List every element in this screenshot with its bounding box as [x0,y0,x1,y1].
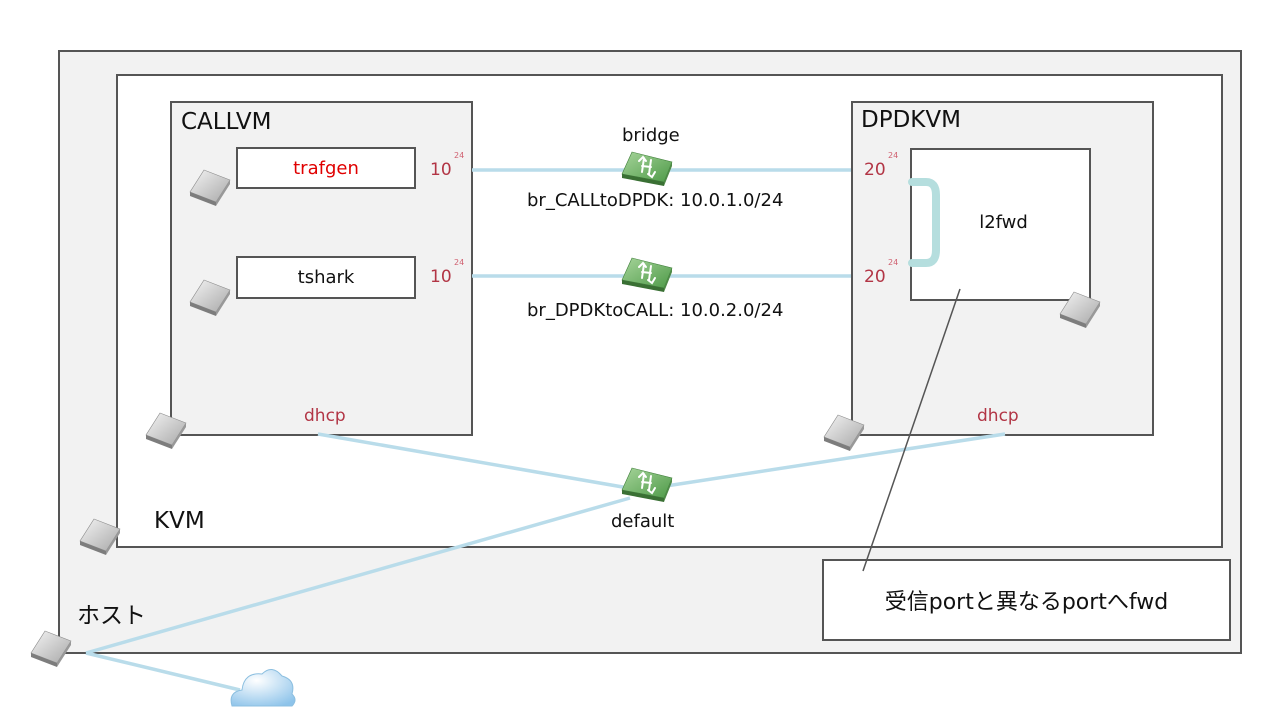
dpdkvm-label: DPDKVM [861,107,961,133]
nic-icon [823,414,865,452]
trafgen-label: trafgen [293,157,359,179]
network-links [85,168,1006,692]
l2fwd-label: l2fwd [979,212,1028,233]
br-dpdktocall-label: br_DPDKtoCALL: 10.0.2.0/24 [527,300,784,321]
note-box: 受信portと異なるportへfwd [822,559,1231,641]
dpdkvm-if2-mask: 24 [888,258,899,267]
switch-icon [621,151,673,187]
callvm-if2-address: 10 [430,267,452,287]
nic-icon [145,412,187,450]
callvm-if1-address: 10 [430,160,452,180]
callvm-if1-mask: 24 [454,151,465,160]
dpdkvm-dhcp-label: dhcp [977,406,1019,426]
dpdkvm-if1-address: 20 [864,160,886,180]
callvm-label: CALLVM [181,109,272,135]
kvm-label: KVM [154,508,205,534]
callout-line [862,288,961,572]
cloud-icon [230,669,296,707]
host-label: ホスト [77,603,146,629]
nic-icon [189,279,231,317]
dpdkvm-if2-address: 20 [864,267,886,287]
nic-icon [79,518,121,556]
nic-icon [30,630,72,668]
nic-icon [189,169,231,207]
tshark-app: tshark [236,256,416,299]
l2fwd-app: l2fwd [910,148,1091,301]
default-network-label: default [611,511,675,532]
bridge-label: bridge [622,125,680,146]
link-dpdkvm-default [639,432,1006,492]
switch-icon [621,257,673,293]
callvm-dhcp-label: dhcp [304,406,346,426]
forward-loop [908,178,940,267]
trafgen-app: trafgen [236,147,416,189]
link-host-cloud [85,651,241,692]
nic-icon [1059,291,1101,329]
br-calltodpdk-label: br_CALLtoDPDK: 10.0.1.0/24 [527,190,784,211]
note-text: 受信portと異なるportへfwd [884,590,1169,615]
dpdkvm-if1-mask: 24 [888,151,899,160]
tshark-label: tshark [297,267,355,288]
link-host-default [85,496,631,655]
link-callvm-default [317,432,641,492]
callvm-if2-mask: 24 [454,258,465,267]
